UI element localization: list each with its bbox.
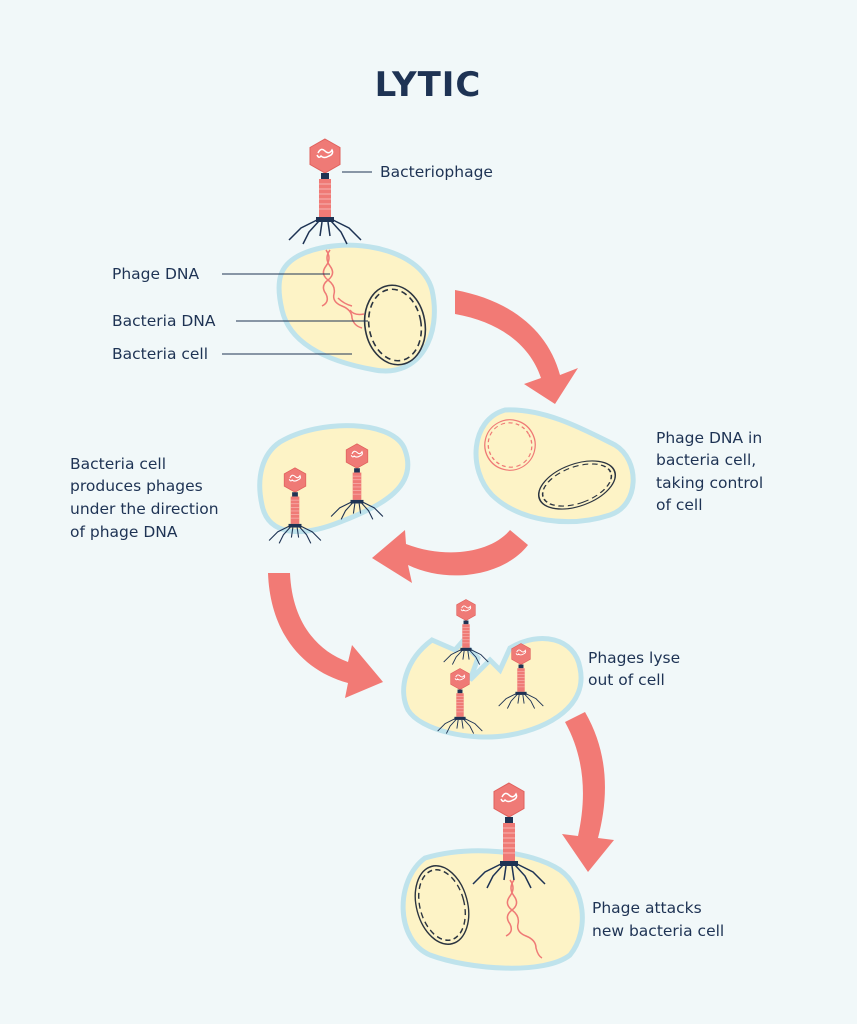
label-step5-line2: new bacteria cell (592, 922, 724, 940)
step5-new-infection: Phage attacks new bacteria cell (400, 782, 724, 971)
phage-dna-1 (322, 249, 363, 329)
bacteriophage-1 (288, 138, 362, 245)
bacteria-cell-1 (276, 242, 437, 374)
arrow-step3-to-step4 (268, 573, 383, 698)
step2-takeover: Phage DNA in bacteria cell, taking contr… (473, 407, 763, 525)
arrow-step1-to-step2 (455, 290, 578, 404)
label-bacteria-cell: Bacteria cell (112, 345, 208, 363)
phage-dna-ring-2 (484, 419, 536, 471)
label-step2-line4: of cell (656, 496, 703, 514)
bacteria-cell-4 (401, 635, 584, 740)
label-step3-line4: of phage DNA (70, 523, 178, 541)
label-step3-line3: under the direction (70, 500, 219, 518)
page-title: LYTIC (375, 65, 482, 105)
label-step4-line1: Phages lyse (588, 649, 680, 667)
label-step5-line1: Phage attacks (592, 899, 702, 917)
label-step2-line2: bacteria cell, (656, 451, 756, 469)
arrow-step2-to-step3 (372, 530, 528, 583)
label-phage-dna: Phage DNA (112, 265, 200, 283)
phage-dna-5 (506, 879, 543, 959)
step4-lysis: Phages lyse out of cell (401, 598, 680, 740)
label-step2-line3: taking control (656, 474, 763, 492)
bacteria-cell-3 (257, 423, 411, 535)
step1-infection: Bacteriophage Phage DNA Bacteria DNA Bac… (112, 138, 493, 374)
bacteria-cell-5 (400, 848, 585, 971)
step3-replication: Bacteria cell produces phages under the … (70, 423, 411, 544)
label-step3-line1: Bacteria cell (70, 455, 166, 473)
bacteria-cell-2 (473, 407, 636, 525)
label-bacteriophage: Bacteriophage (380, 163, 493, 181)
arrow-step4-to-step5 (562, 712, 614, 872)
label-step4-line2: out of cell (588, 671, 665, 689)
label-bacteria-dna: Bacteria DNA (112, 312, 216, 330)
label-step3-line2: produces phages (70, 477, 203, 495)
label-step2-line1: Phage DNA in (656, 429, 762, 447)
